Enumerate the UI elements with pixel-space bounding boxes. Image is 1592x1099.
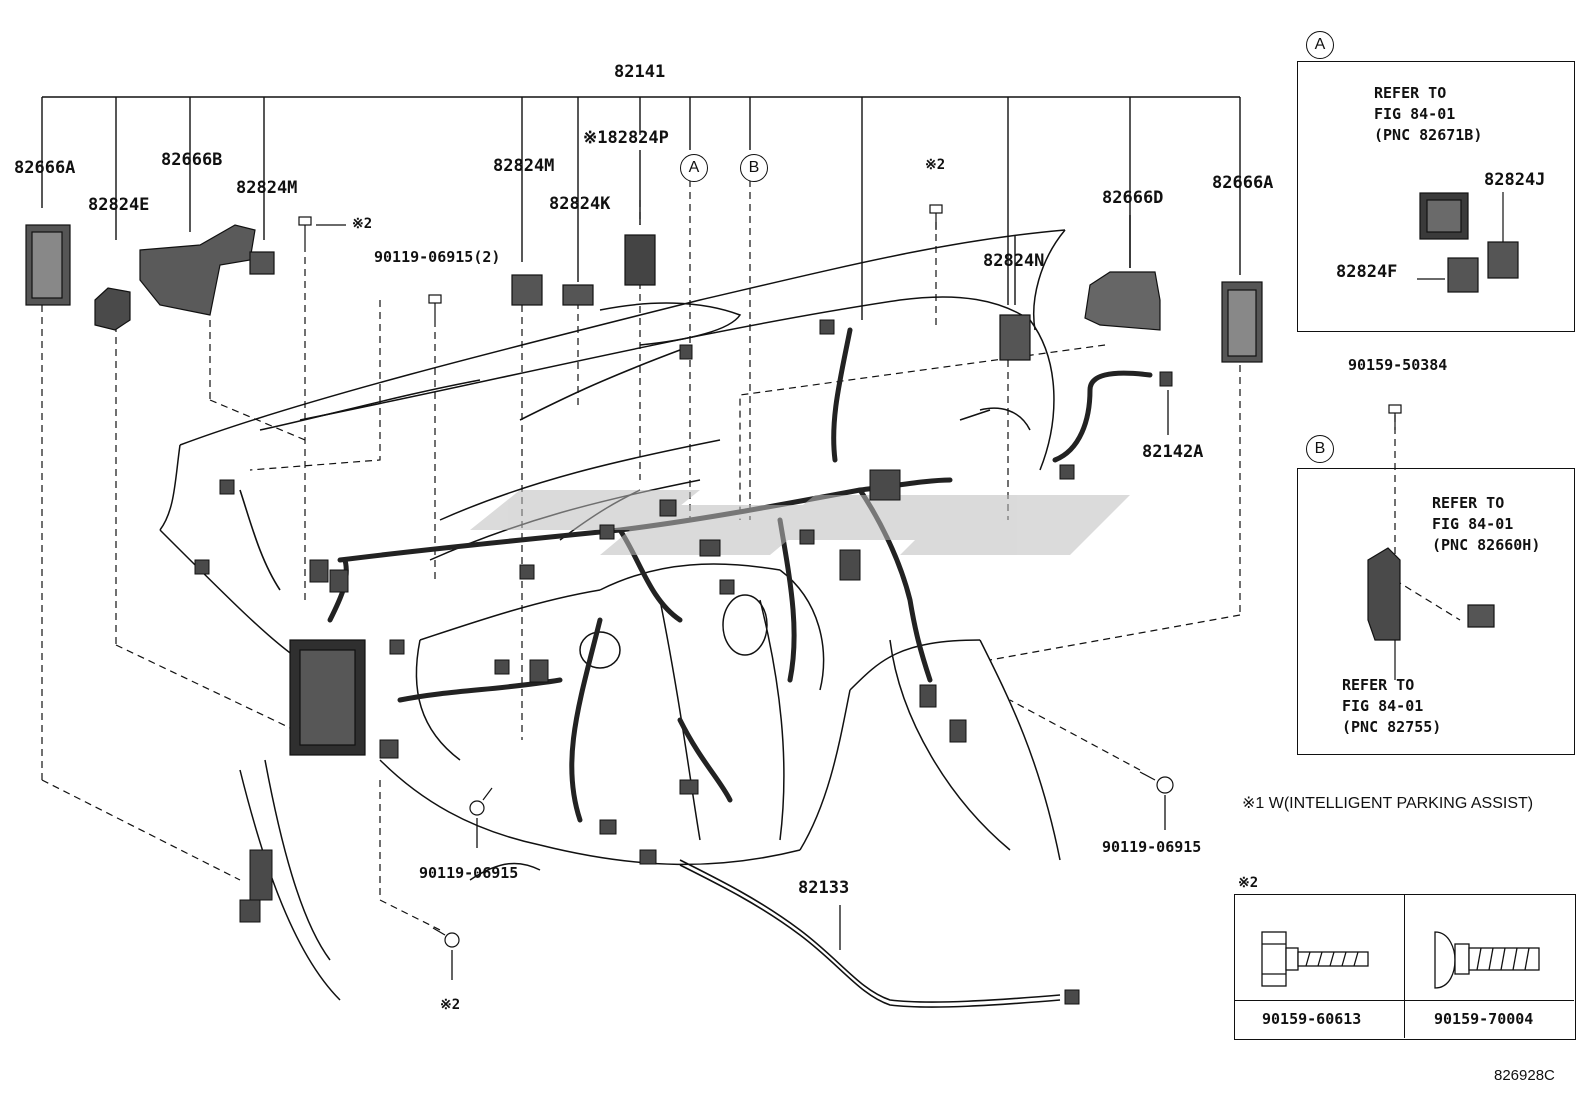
callout-90119-06915-bottom-left: 90119-06915 xyxy=(419,864,519,882)
inset-a-marker: A xyxy=(1306,31,1334,59)
bolt-table-row-divider xyxy=(1234,1000,1574,1001)
inset-b-refer-b-line2: FIG 84-01 xyxy=(1342,697,1424,715)
bolt-table-col1: 90159-60613 xyxy=(1262,1010,1362,1028)
bolt-icon xyxy=(432,927,460,948)
view-marker-a: A xyxy=(680,154,708,182)
part-82824K xyxy=(562,284,594,306)
inset-a-box xyxy=(1297,61,1575,332)
note-mark-2: ※2 xyxy=(925,157,946,173)
shouldered-bolt-icon xyxy=(1434,931,1540,989)
part-82824P xyxy=(624,234,656,286)
note-mark-2: ※2 xyxy=(352,216,373,232)
part-82824M-left xyxy=(249,251,275,275)
bolt-icon xyxy=(1139,771,1174,794)
part-82824J xyxy=(1487,241,1519,279)
callout-82824E: 82824E xyxy=(88,195,150,215)
inset-b-refer-a-line1: REFER TO xyxy=(1432,494,1505,512)
footnote-1: ※1 W(INTELLIGENT PARKING ASSIST) xyxy=(1242,795,1534,812)
bolt-table-title: ※2 xyxy=(1238,875,1259,891)
main-part-number: 82141 xyxy=(614,62,666,82)
callout-82824J: 82824J xyxy=(1484,170,1546,190)
flange-bolt-icon xyxy=(1261,931,1369,987)
bolt-table-col2: 90159-70004 xyxy=(1434,1010,1534,1028)
callout-82666A-right: 82666A xyxy=(1212,173,1274,193)
bolt-icon xyxy=(1388,404,1402,430)
inset-b-bracket xyxy=(1367,547,1401,641)
inset-a-refer-line2: FIG 84-01 xyxy=(1374,105,1456,123)
diagram-code: 826928C xyxy=(1494,1067,1555,1084)
bolt-table xyxy=(1234,894,1576,1040)
callout-82824K: 82824K xyxy=(549,194,611,214)
bolt-icon xyxy=(469,787,493,816)
callout-90119-06915-bottom-right: 90119-06915 xyxy=(1102,838,1202,856)
callout-82666D: 82666D xyxy=(1102,188,1164,208)
bolt-icon xyxy=(298,216,312,245)
part-82666B xyxy=(139,224,256,316)
bolt-icon xyxy=(428,294,442,320)
inset-b-refer-a-line2: FIG 84-01 xyxy=(1432,515,1514,533)
part-82824M-mid xyxy=(511,274,543,306)
inset-a-refer-line1: REFER TO xyxy=(1374,84,1447,102)
inset-b-refer-b-line3: (PNC 82755) xyxy=(1342,718,1442,736)
bolt-icon xyxy=(929,204,943,230)
callout-82824F: 82824F xyxy=(1336,262,1398,282)
inset-b-marker: B xyxy=(1306,435,1334,463)
inset-b-box xyxy=(1297,468,1575,755)
callout-82133: 82133 xyxy=(798,878,850,898)
callout-82824M-left: 82824M xyxy=(236,178,298,198)
note-mark-2: ※2 xyxy=(440,997,461,1013)
part-82824N xyxy=(999,314,1031,361)
part-82824F xyxy=(1447,257,1479,293)
callout-82142A: 82142A xyxy=(1142,442,1204,462)
callout-82824M-mid: 82824M xyxy=(493,156,555,176)
callout-82824P: ※182824P xyxy=(583,128,669,148)
callout-90119-06915-2: 90119-06915(2) xyxy=(374,248,501,266)
callout-82666B: 82666B xyxy=(161,150,223,170)
inset-a-refer-line3: (PNC 82671B) xyxy=(1374,126,1483,144)
callout-82666A-left: 82666A xyxy=(14,158,76,178)
callout-90159-50384: 90159-50384 xyxy=(1348,356,1448,374)
part-82660H xyxy=(1467,604,1495,628)
view-marker-b: B xyxy=(740,154,768,182)
bolt-table-divider xyxy=(1404,894,1405,1038)
callout-82824N: 82824N xyxy=(983,251,1045,271)
inset-b-refer-a-line3: (PNC 82660H) xyxy=(1432,536,1541,554)
part-82666D xyxy=(1084,271,1161,331)
part-82824E xyxy=(94,287,131,331)
inset-b-refer-b-line1: REFER TO xyxy=(1342,676,1415,694)
